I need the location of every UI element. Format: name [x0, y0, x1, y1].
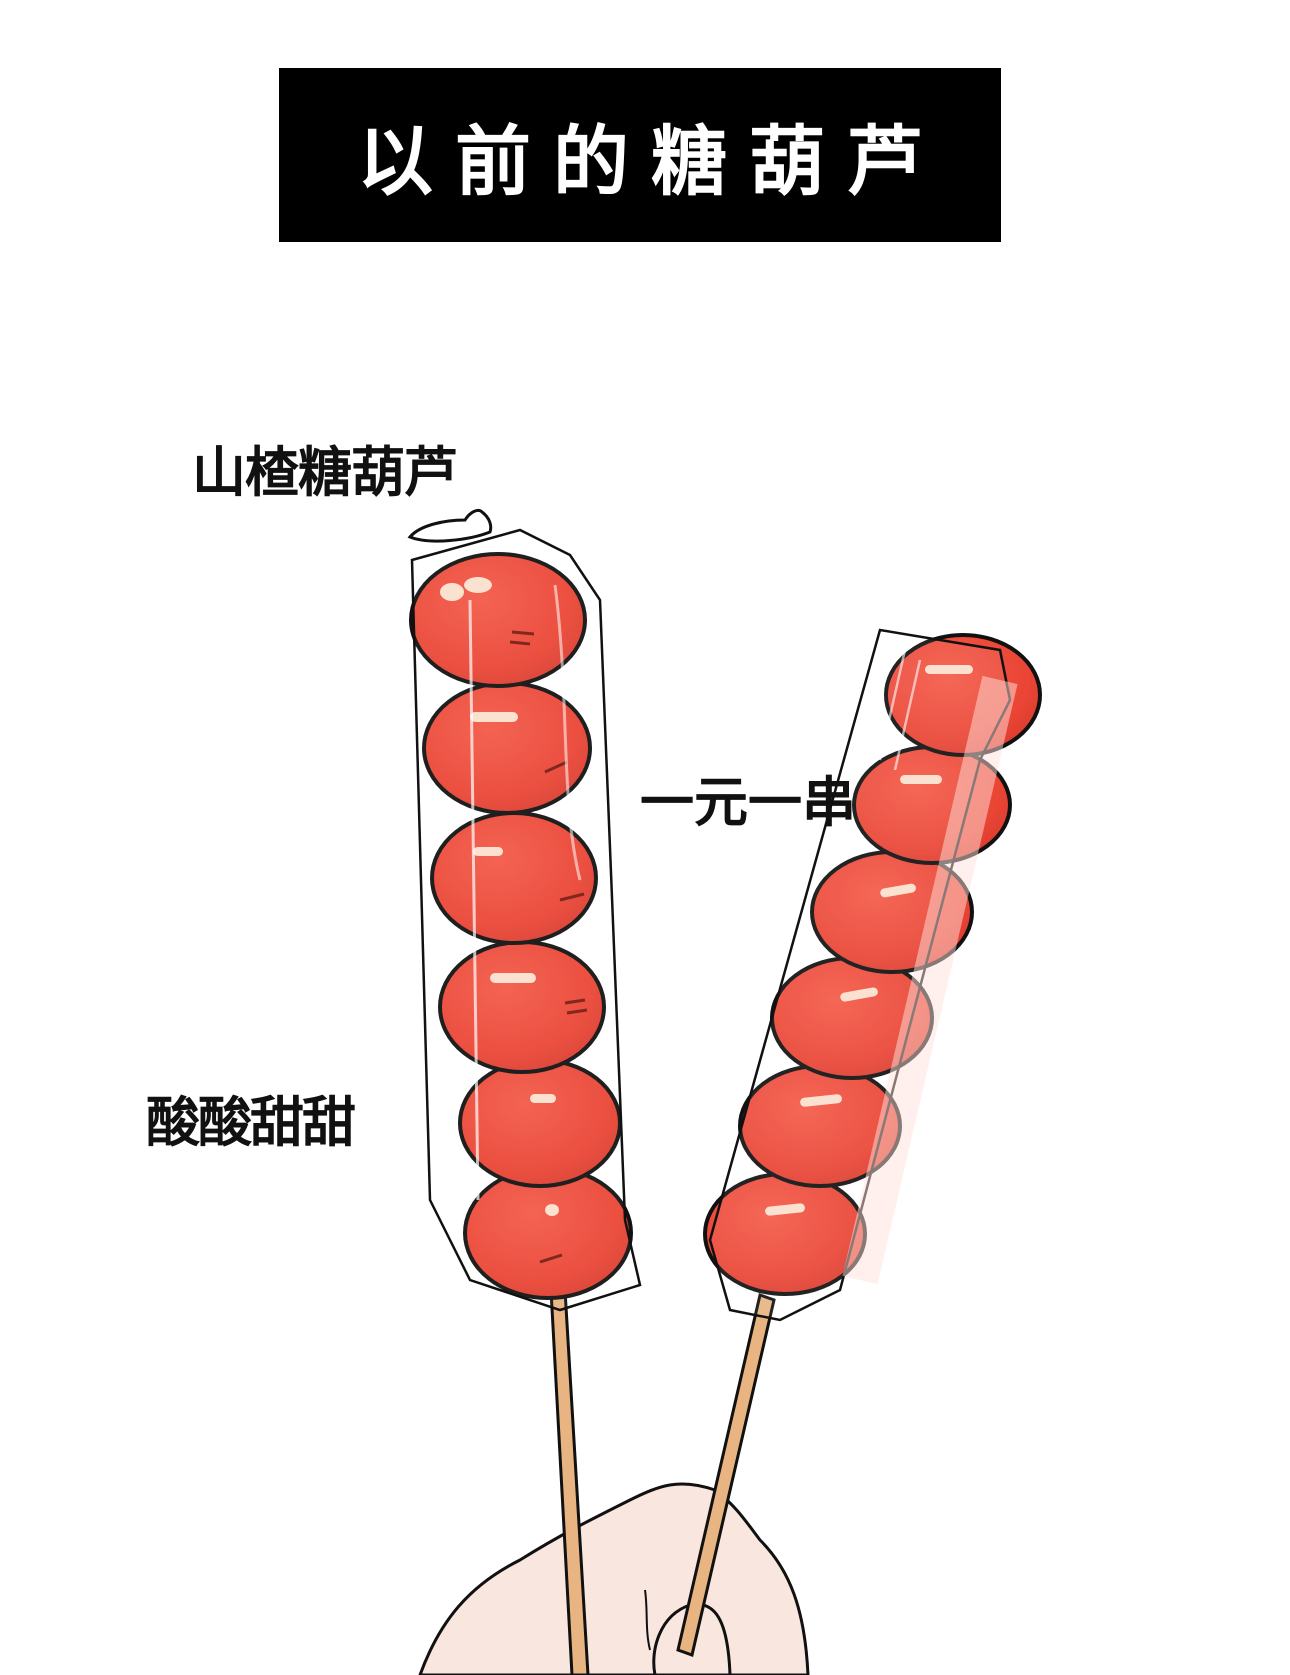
title-banner: 以前的糖葫芦 — [279, 68, 1001, 242]
label-hawthorn-candy: 山楂糖葫芦 — [192, 441, 458, 504]
label-price: 一元一串 — [640, 771, 856, 834]
right-skewer — [703, 628, 1042, 1322]
page-title: 以前的糖葫芦 — [357, 117, 945, 206]
label-taste: 酸酸甜甜 — [146, 1091, 356, 1154]
hand-icon — [418, 1482, 810, 1675]
left-skewer — [407, 508, 642, 1312]
right-stick — [676, 1293, 776, 1657]
